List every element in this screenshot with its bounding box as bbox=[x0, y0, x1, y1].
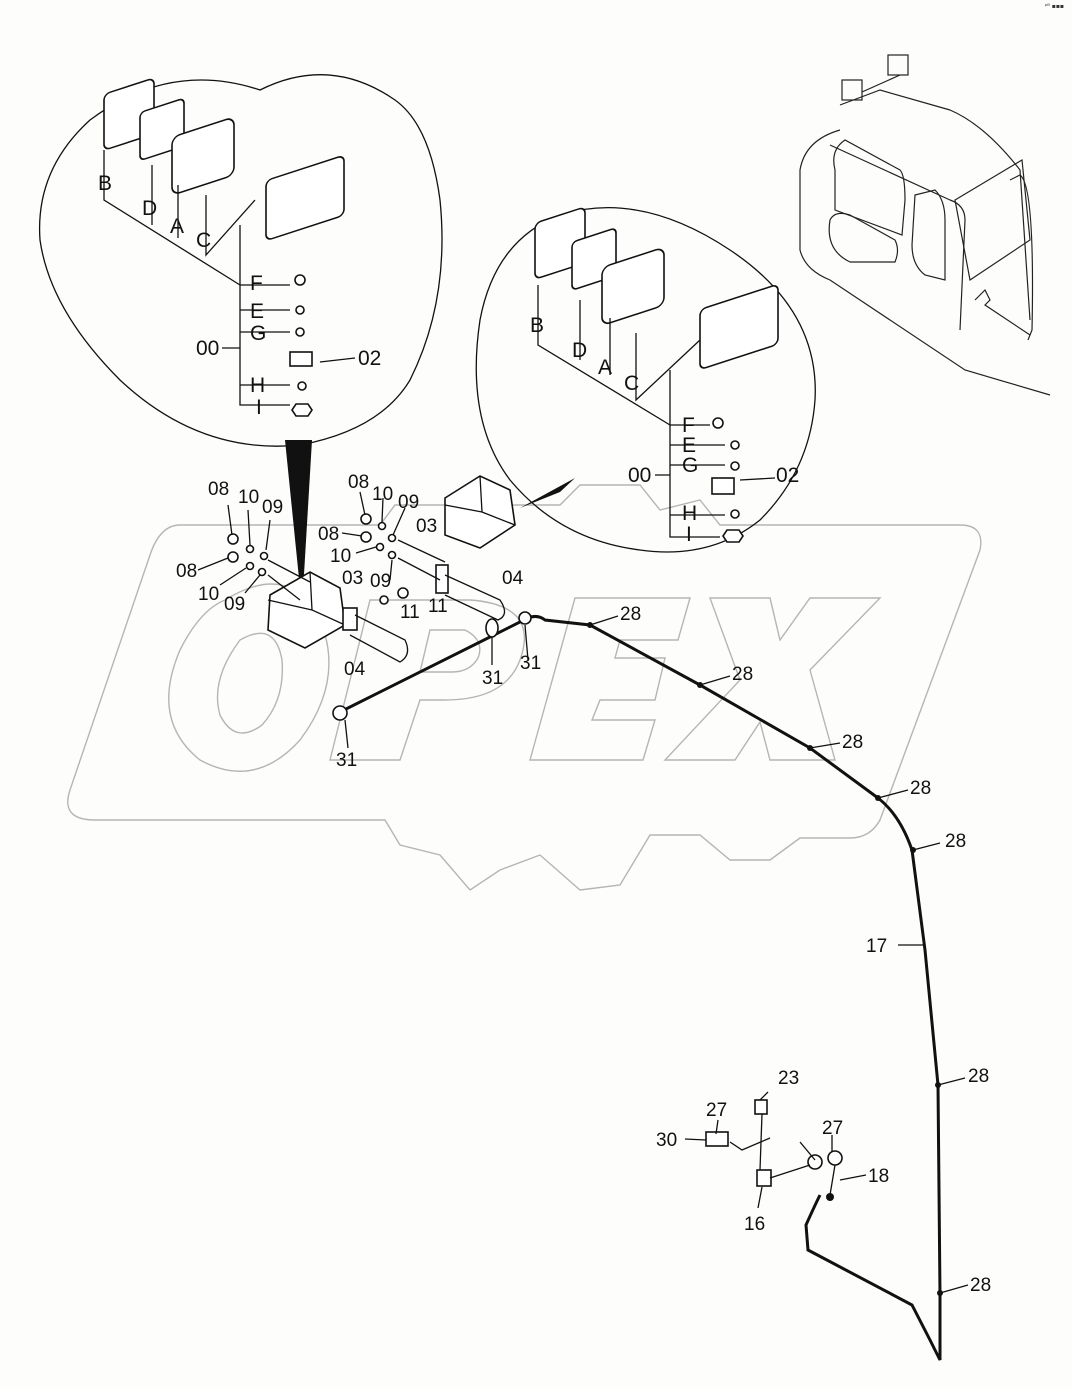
callout-10: 10 bbox=[330, 546, 351, 567]
callout-09: 09 bbox=[224, 594, 245, 615]
label-C-right: C bbox=[624, 372, 639, 395]
label-I-right: I bbox=[686, 523, 692, 546]
label-A: A bbox=[170, 215, 184, 238]
callout-17: 17 bbox=[866, 936, 887, 957]
label-B-right: B bbox=[530, 314, 544, 337]
callout-28: 28 bbox=[842, 732, 863, 753]
label-G: G bbox=[250, 322, 266, 345]
watermark-letters bbox=[168, 583, 882, 772]
work-lamp-left bbox=[197, 504, 409, 663]
label-E-right: E bbox=[682, 434, 696, 457]
callout-27: 27 bbox=[822, 1118, 843, 1139]
label-C: C bbox=[196, 229, 211, 252]
right-lamp-exploded: B D A C F E G 00 H I 02 bbox=[530, 207, 799, 546]
pointer-right bbox=[520, 478, 575, 508]
callout-09: 09 bbox=[262, 497, 283, 518]
label-D: D bbox=[142, 197, 157, 220]
callout-28: 28 bbox=[945, 831, 966, 852]
callout-08: 08 bbox=[208, 479, 229, 500]
pointer-left bbox=[285, 440, 312, 608]
callout-labels: 08 10 09 08 10 09 03 04 11 08 10 09 08 1… bbox=[176, 472, 991, 1296]
label-00-right: 00 bbox=[628, 464, 651, 487]
connectors bbox=[684, 1091, 867, 1209]
label-G-right: G bbox=[682, 454, 698, 477]
callout-23: 23 bbox=[778, 1068, 799, 1089]
callout-10: 10 bbox=[372, 484, 393, 505]
label-H: H bbox=[250, 374, 265, 397]
label-E: E bbox=[250, 300, 264, 323]
callout-18: 18 bbox=[868, 1166, 889, 1187]
work-lamp-right bbox=[341, 475, 516, 621]
watermark-gear bbox=[67, 484, 982, 891]
detail-balloon-left bbox=[38, 74, 443, 608]
callout-28: 28 bbox=[732, 664, 753, 685]
label-00: 00 bbox=[196, 337, 219, 360]
callout-28: 28 bbox=[620, 604, 641, 625]
callout-10: 10 bbox=[238, 487, 259, 508]
label-F: F bbox=[250, 272, 263, 295]
left-lamp-exploded: B D A C F E G 00 H I 02 bbox=[98, 78, 381, 419]
callout-16: 16 bbox=[744, 1214, 765, 1235]
callout-09: 09 bbox=[398, 492, 419, 513]
callout-28: 28 bbox=[970, 1275, 991, 1296]
callout-04: 04 bbox=[502, 568, 524, 589]
callout-08: 08 bbox=[348, 472, 369, 493]
callout-03: 03 bbox=[416, 516, 437, 537]
label-D-right: D bbox=[572, 339, 587, 362]
wiring-harness bbox=[332, 611, 969, 1361]
label-I: I bbox=[256, 396, 262, 419]
callout-30: 30 bbox=[656, 1130, 677, 1151]
label-F-right: F bbox=[682, 414, 695, 437]
label-B: B bbox=[98, 172, 112, 195]
label-H-right: H bbox=[682, 502, 697, 525]
label-02: 02 bbox=[358, 347, 381, 370]
callout-28: 28 bbox=[968, 1066, 989, 1087]
callout-08: 08 bbox=[318, 524, 339, 545]
callout-31: 31 bbox=[520, 653, 541, 674]
corner-mark: ᵖᴮ ▪▪▪ bbox=[1044, 3, 1064, 10]
callout-11: 11 bbox=[400, 602, 420, 623]
detail-balloon-right bbox=[475, 207, 816, 553]
callout-31: 31 bbox=[482, 668, 503, 689]
cab-illustration bbox=[799, 54, 1051, 396]
callout-28: 28 bbox=[910, 778, 931, 799]
callout-03: 03 bbox=[342, 568, 363, 589]
callout-31: 31 bbox=[336, 750, 357, 771]
callout-04: 04 bbox=[344, 659, 366, 680]
label-02-right: 02 bbox=[776, 464, 799, 487]
callout-27: 27 bbox=[706, 1100, 727, 1121]
callout-10: 10 bbox=[198, 584, 219, 605]
callout-09: 09 bbox=[370, 571, 391, 592]
callout-11: 11 bbox=[428, 596, 448, 617]
callout-08: 08 bbox=[176, 561, 197, 582]
label-A-right: A bbox=[598, 356, 612, 379]
